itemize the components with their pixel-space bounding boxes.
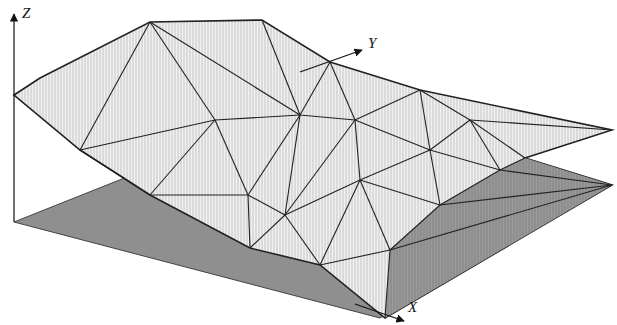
draped-facet — [385, 158, 612, 318]
z-axis — [13, 14, 14, 222]
y-axis — [300, 50, 362, 72]
triangle-edges — [80, 20, 612, 318]
x-axis — [355, 304, 404, 321]
tin-surface — [14, 20, 612, 318]
axis-label: Z — [22, 6, 30, 21]
axis-label: Y — [368, 36, 376, 51]
axis-label: X — [408, 300, 417, 315]
